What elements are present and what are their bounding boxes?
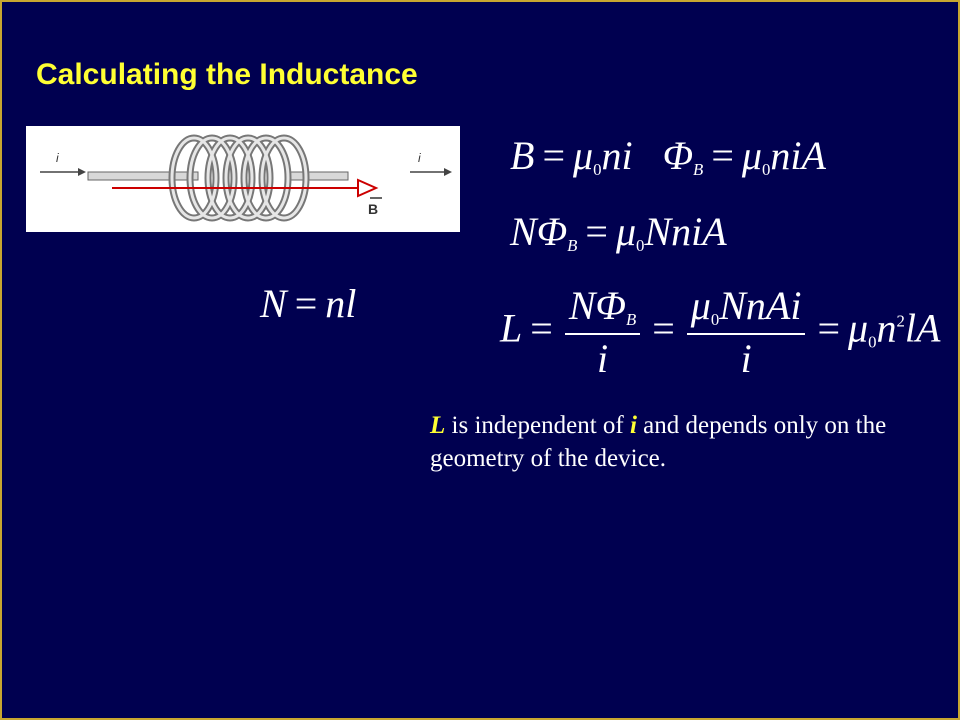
solenoid-figure: i i B	[26, 126, 460, 232]
inductance-note: L is independent of i and depends only o…	[430, 412, 887, 472]
slide-title: Calculating the Inductance	[36, 58, 418, 91]
equation-flux-linkage: NΦB=μ0NniA	[510, 209, 727, 255]
current-arrowhead-right	[444, 168, 452, 176]
field-arrowhead	[357, 178, 379, 198]
wire-out	[287, 171, 349, 181]
coil-loops	[168, 134, 310, 222]
coil-highlights	[170, 136, 308, 220]
current-label-left: i	[56, 151, 59, 165]
wire-in	[87, 171, 199, 181]
current-arrowhead-left	[78, 168, 86, 176]
solenoid-diagram: i i B	[40, 134, 452, 222]
field-label: B	[368, 201, 378, 217]
equation-turns: N=nl	[260, 281, 357, 326]
current-label-right: i	[418, 151, 421, 165]
